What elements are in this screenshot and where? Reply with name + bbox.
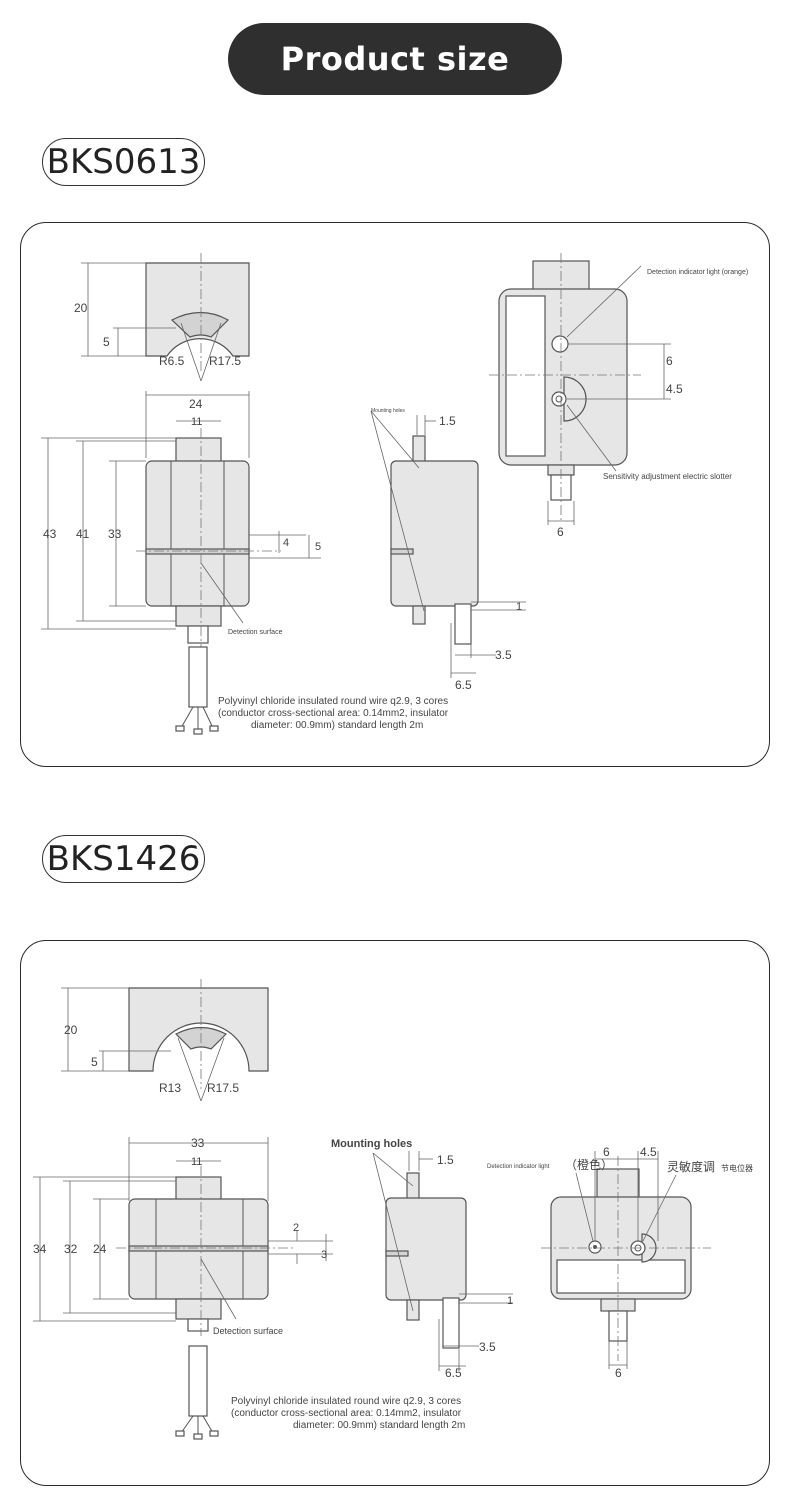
dim-slot-a: 4 <box>283 537 289 549</box>
dim-top-notch: 5 <box>103 335 110 349</box>
dim-front-a-2: 6 <box>603 1145 610 1159</box>
diagram-panel-bks1426: 20 5 R13 R17.5 33 11 34 32 24 2 3 Detect… <box>20 940 770 1486</box>
dim-cable-w: 3.5 <box>495 648 512 662</box>
dim-h-total: 43 <box>43 527 57 541</box>
dim-width-2: 33 <box>191 1136 205 1150</box>
dim-side-top-2: 1.5 <box>437 1153 454 1167</box>
wire-spec-line2: (conductor cross-sectional area: 0.14mm2… <box>218 708 449 719</box>
dim-front-bottom: 6 <box>557 525 564 539</box>
dim-slot-b-2: 3 <box>321 1249 327 1261</box>
dim-side-bottom-2: 1 <box>507 1295 513 1307</box>
detection-surface-label-2: Detection surface <box>213 1326 283 1336</box>
dim-width: 24 <box>189 397 203 411</box>
dim-top-height-2: 20 <box>64 1023 78 1037</box>
dim-front-b: 4.5 <box>666 382 683 396</box>
dimension-drawing-bks0613: 20 5 R6.5 R17.5 24 11 43 41 33 4 5 Detec… <box>41 253 748 735</box>
dim-top-height: 20 <box>74 301 88 315</box>
wire-spec-line2-2: (conductor cross-sectional area: 0.14mm2… <box>231 1408 462 1419</box>
wire-spec-line1: Polyvinyl chloride insulated round wire … <box>218 696 448 707</box>
dim-h-body-b: 33 <box>108 527 122 541</box>
dim-slot-a-2: 2 <box>293 1222 299 1234</box>
dim-cable-total-2: 6.5 <box>445 1366 462 1380</box>
sensitivity-label-cn: 灵敏度调 <box>667 1159 715 1174</box>
dim-side-top: 1.5 <box>439 414 456 428</box>
dim-r-inner-2: R13 <box>159 1081 181 1095</box>
detection-surface-label: Detection surface <box>228 629 283 636</box>
dim-r-inner: R6.5 <box>159 354 185 368</box>
dim-front-a: 6 <box>666 354 673 368</box>
dim-inner-width: 11 <box>191 416 202 428</box>
dim-inner-width-2: 11 <box>191 1156 202 1168</box>
dim-cable-total: 6.5 <box>455 678 472 692</box>
dim-r-outer-2: R17.5 <box>207 1081 239 1095</box>
dim-h-body-a-2: 32 <box>64 1242 78 1256</box>
dim-slot-b: 5 <box>315 541 321 553</box>
dim-side-bottom: 1 <box>516 601 522 613</box>
indicator-color-label: （橙色） <box>565 1157 613 1172</box>
dimension-drawing-bks1426: 20 5 R13 R17.5 33 11 34 32 24 2 3 Detect… <box>33 979 753 1440</box>
dim-top-notch-2: 5 <box>91 1055 98 1069</box>
dim-front-b-2: 4.5 <box>640 1145 657 1159</box>
page-title: Product size <box>228 23 562 95</box>
indicator-light-label: Detection indicator light (orange) <box>647 269 748 276</box>
wire-spec-line3-2: diameter: 00.9mm) standard length 2m <box>293 1420 465 1431</box>
sensitivity-adjust-label: Sensitivity adjustment electric slotter <box>603 472 732 481</box>
dim-cable-w-2: 3.5 <box>479 1340 496 1354</box>
mounting-holes-label: Mounting holes <box>371 408 405 414</box>
model-tag-bks1426: BKS1426 <box>42 835 205 883</box>
dim-h-total-2: 34 <box>33 1242 47 1256</box>
dim-r-outer: R17.5 <box>209 354 241 368</box>
dim-h-body-b-2: 24 <box>93 1242 107 1256</box>
sensitivity-label-tail: 节电位器 <box>721 1163 753 1173</box>
dim-h-body-a: 41 <box>76 527 90 541</box>
indicator-light-label-2: Detection indicator light <box>487 1164 550 1170</box>
mounting-holes-label-2: Mounting holes <box>331 1138 412 1150</box>
diagram-panel-bks0613: 20 5 R6.5 R17.5 24 11 43 41 33 4 5 Detec… <box>20 222 770 767</box>
wire-spec-line1-2: Polyvinyl chloride insulated round wire … <box>231 1396 461 1407</box>
model-tag-bks0613: BKS0613 <box>42 138 205 186</box>
wire-spec-line3: diameter: 00.9mm) standard length 2m <box>251 720 423 731</box>
dim-front-bottom-2: 6 <box>615 1366 622 1380</box>
